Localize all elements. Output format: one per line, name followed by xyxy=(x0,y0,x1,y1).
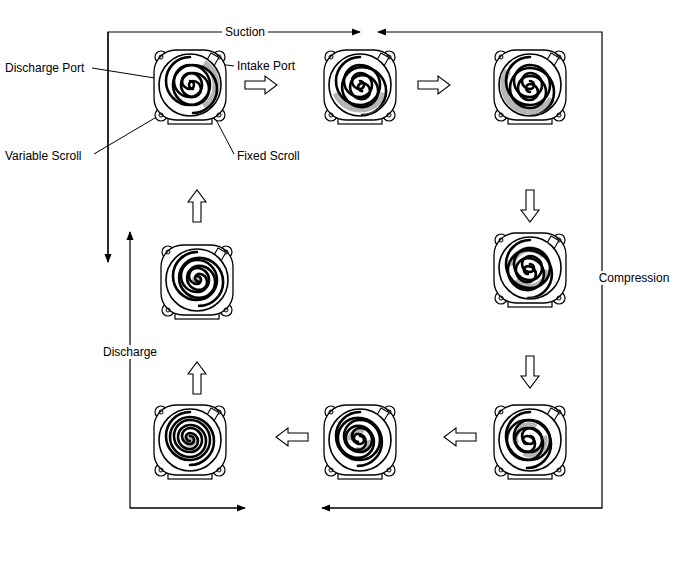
stage-label: Compression xyxy=(596,271,673,285)
compressor-stage xyxy=(494,50,566,124)
step-arrow xyxy=(521,356,539,388)
part-name: Intake Port xyxy=(237,59,295,73)
step-arrow xyxy=(276,428,308,446)
compressor-stage xyxy=(324,50,396,124)
step-arrow xyxy=(521,190,539,222)
step-arrow xyxy=(188,362,206,394)
compressor-stage xyxy=(154,405,226,479)
flow-lines xyxy=(108,32,602,508)
stage-label: Suction xyxy=(222,25,268,39)
part-name: Fixed Scroll xyxy=(237,149,300,163)
compression-line xyxy=(322,32,602,508)
compressor-stage xyxy=(494,405,566,479)
part-name: Discharge Port xyxy=(5,61,84,75)
suction-line xyxy=(107,32,108,262)
compressor-stage xyxy=(161,245,233,319)
suction-line xyxy=(108,32,360,262)
leader-line xyxy=(94,112,165,154)
discharge-line xyxy=(130,507,245,508)
discharge-line xyxy=(130,232,245,508)
step-arrow xyxy=(188,190,206,222)
part-name: Variable Scroll xyxy=(5,149,81,163)
compression-line xyxy=(322,507,602,508)
compressor-stage xyxy=(154,50,226,124)
step-arrow xyxy=(245,76,277,94)
stage-label: Discharge xyxy=(100,345,160,359)
compressor-stage xyxy=(494,233,566,307)
compressor-stage xyxy=(324,405,396,479)
step-arrow xyxy=(444,428,476,446)
step-arrow xyxy=(418,76,450,94)
step-arrows xyxy=(188,76,539,446)
